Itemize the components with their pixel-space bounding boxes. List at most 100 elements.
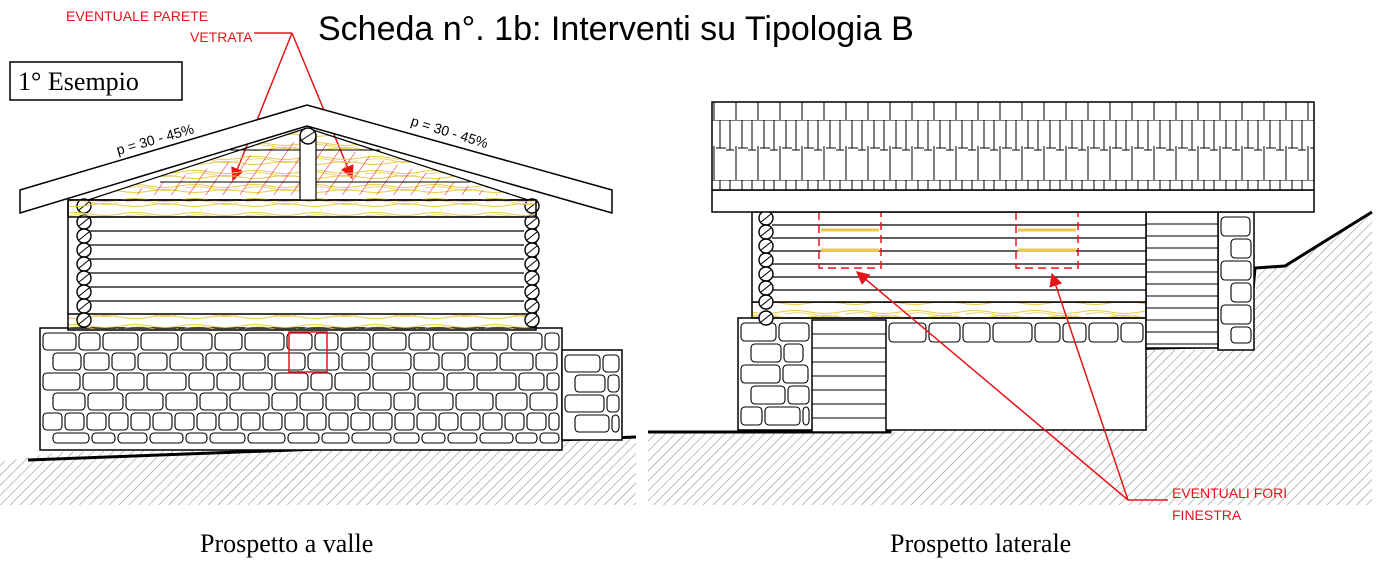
stone <box>393 392 416 411</box>
stone <box>307 352 340 371</box>
stone <box>394 412 415 431</box>
stone <box>42 412 63 431</box>
side-upper-door <box>1145 211 1219 349</box>
stone <box>787 385 810 405</box>
stone <box>740 406 763 426</box>
stone <box>244 332 285 351</box>
stone <box>371 352 412 371</box>
stone <box>455 392 494 411</box>
page-title: Scheda n°. 1b: Interventi su Tipologia B <box>318 10 914 48</box>
parete-vetrata-note-line1: EVENTUALE PARETE <box>66 8 208 24</box>
stone <box>267 352 306 371</box>
stone <box>482 412 503 431</box>
stone <box>510 332 543 351</box>
stone <box>52 352 82 371</box>
stone <box>196 412 217 431</box>
caption-front: Prospetto a valle <box>200 529 373 558</box>
stone <box>441 352 466 371</box>
side-shingle-roof <box>711 101 1315 191</box>
stone <box>274 372 309 391</box>
stone <box>764 406 801 426</box>
stone <box>783 343 804 363</box>
stone <box>214 332 243 351</box>
stone <box>535 352 558 371</box>
front-roof <box>19 104 613 215</box>
front-stone-courses <box>42 332 560 444</box>
stone <box>218 412 239 431</box>
stone <box>539 432 560 444</box>
stone <box>152 412 173 431</box>
front-pier-stones <box>564 354 620 433</box>
stone <box>393 432 420 444</box>
stone <box>479 432 514 444</box>
stone <box>149 432 184 444</box>
log-end-mark <box>78 231 90 241</box>
stone <box>408 332 431 351</box>
stone <box>341 352 370 371</box>
log-end-mark <box>78 273 90 283</box>
stone <box>526 412 547 431</box>
stone <box>928 322 961 343</box>
stone <box>108 412 129 431</box>
log-end-mark <box>760 313 772 323</box>
stone <box>372 372 411 391</box>
stone <box>416 412 437 431</box>
stone <box>750 343 782 363</box>
log-end-mark <box>78 217 90 227</box>
stone <box>1230 282 1252 303</box>
log-end-mark <box>526 259 538 269</box>
stone <box>460 412 481 431</box>
stone <box>42 332 77 351</box>
side-elevation: EVENTUALI FORI FINESTRA <box>648 101 1373 523</box>
stone <box>299 392 324 411</box>
stone <box>782 364 809 384</box>
front-king-post <box>299 135 317 201</box>
stone <box>216 372 241 391</box>
log-end-mark <box>760 283 772 293</box>
stone <box>476 372 517 391</box>
stone <box>548 412 560 431</box>
log-end-mark <box>760 297 772 307</box>
stone <box>83 352 110 371</box>
front-top-beam <box>67 199 537 218</box>
stone <box>574 414 610 433</box>
stone <box>607 374 620 393</box>
stone <box>334 372 371 391</box>
stone <box>1088 322 1119 343</box>
log-end-mark <box>78 315 90 325</box>
log-end-mark <box>760 255 772 265</box>
stone <box>1034 322 1061 343</box>
stone <box>413 352 440 371</box>
front-detail-marker <box>288 331 328 373</box>
stone <box>962 322 991 343</box>
stone <box>82 372 115 391</box>
side-roof-fascia <box>711 189 1315 213</box>
log-end-mark <box>760 213 772 223</box>
stone <box>412 372 445 391</box>
stone <box>328 412 349 431</box>
stone <box>750 385 786 405</box>
side-sill-beam <box>751 301 1147 319</box>
stone <box>357 392 392 411</box>
side-log-wall <box>751 211 1147 303</box>
log-end-mark <box>526 217 538 227</box>
stone <box>242 372 273 391</box>
stone <box>446 372 475 391</box>
stone <box>117 432 148 444</box>
log-end-mark <box>526 315 538 325</box>
stone <box>169 352 204 371</box>
log-end-mark <box>526 287 538 297</box>
stone <box>470 332 509 351</box>
front-elevation: p = 30 - 45% p = 30 - 45% <box>0 104 637 505</box>
stone <box>91 432 116 444</box>
log-end-mark <box>78 287 90 297</box>
stone <box>286 332 313 351</box>
stone <box>284 412 305 431</box>
stone <box>504 412 525 431</box>
stone <box>515 432 538 444</box>
stone <box>287 432 320 444</box>
stone <box>42 372 81 391</box>
example-label-box <box>9 61 183 101</box>
side-stone-courses <box>740 322 1144 426</box>
stone <box>1220 260 1252 281</box>
